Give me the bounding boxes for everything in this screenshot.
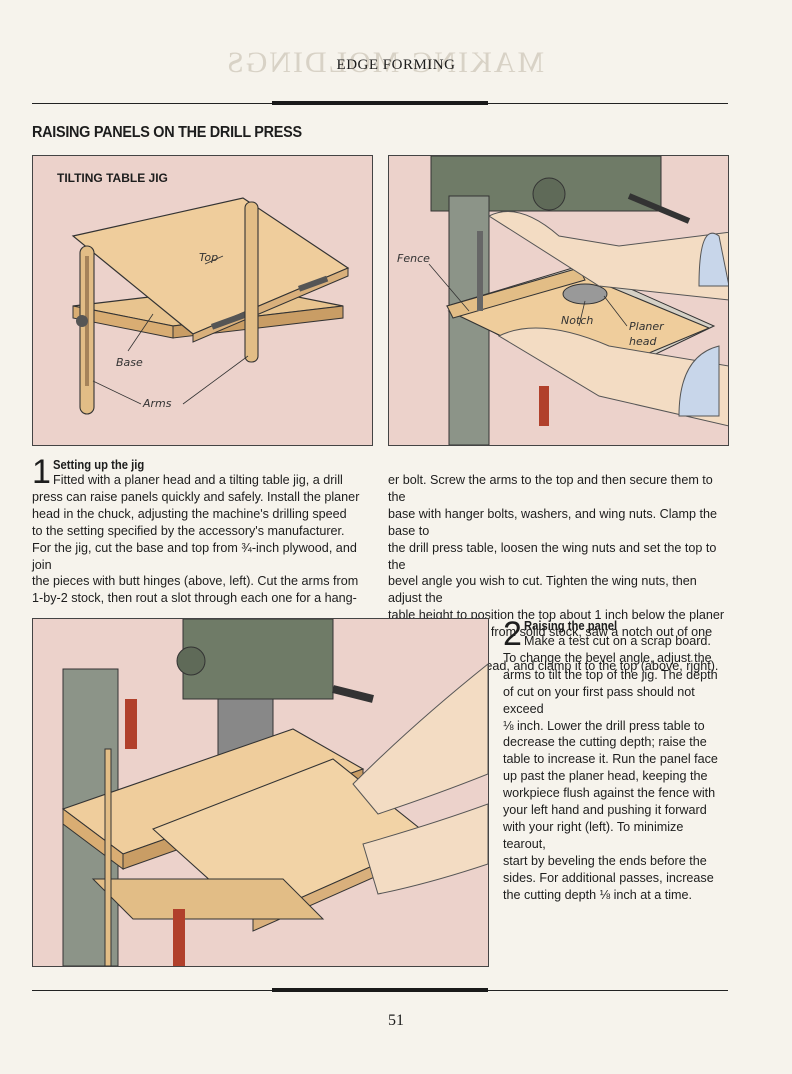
running-head: EDGE FORMING <box>336 57 456 73</box>
figure-title: TILTING TABLE JIG <box>57 171 168 185</box>
figure-drill-press-fence: Fence Notch Planer head <box>388 155 729 446</box>
label-planer-head-line1: Planer <box>629 320 665 333</box>
text-line: decrease the cutting depth; raise the <box>503 735 707 750</box>
page-number: 51 <box>388 1012 404 1029</box>
text-line: Fitted with a planer head and a tilting … <box>53 473 343 487</box>
text-line: the cutting depth ⅛ inch at a time. <box>503 887 693 902</box>
text-line: the pieces with butt hinges (above, left… <box>32 574 359 589</box>
step-2-number: 2 <box>503 615 522 653</box>
step-2-text: Make a test cut on a scrap board. To cha… <box>503 633 728 904</box>
text-line: To change the bevel angle, adjust the <box>503 650 712 665</box>
label-base: Base <box>116 356 143 369</box>
text-line: arms to tilt the top of the jig. The dep… <box>503 667 718 682</box>
text-line: to the setting specified by the accessor… <box>32 523 345 538</box>
figure-tilting-table-jig: TILTING TABLE JIG Top Base Arms <box>32 155 373 446</box>
section-title: RAISING PANELS ON THE DRILL PRESS <box>32 124 302 141</box>
text-line: Make a test cut on a scrap board. <box>524 634 711 648</box>
text-line: with your right (left). To minimize tear… <box>503 819 684 851</box>
label-top: Top <box>199 251 218 264</box>
text-line: ⅛ inch. Lower the drill press table to <box>503 718 705 733</box>
text-line: head in the chuck, adjusting the machine… <box>32 506 347 521</box>
text-line: the drill press table, loosen the wing n… <box>388 540 717 572</box>
text-line: base with hanger bolts, washers, and win… <box>388 506 718 538</box>
text-line: bevel angle you wish to cut. Tighten the… <box>388 574 697 606</box>
text-line: For the jig, cut the base and top from ¾… <box>32 540 357 572</box>
text-line: press can raise panels quickly and safel… <box>32 489 360 504</box>
figure-raising-panel <box>32 618 489 967</box>
text-line: up past the planer head, keeping the <box>503 769 708 784</box>
footer-rule-accent <box>272 988 488 992</box>
step-2-heading: Raising the panel <box>524 619 618 633</box>
step-1-heading: Setting up the jig <box>53 458 145 472</box>
text-line: start by beveling the ends before the <box>503 853 707 868</box>
label-fence: Fence <box>397 252 430 265</box>
label-arms: Arms <box>142 397 172 410</box>
step-1-number: 1 <box>32 453 51 491</box>
text-line: workpiece flush against the fence with <box>503 786 716 801</box>
text-line: your left hand and pushing it forward <box>503 803 707 818</box>
label-planer-head-line2: head <box>629 335 657 348</box>
label-notch: Notch <box>561 314 593 327</box>
text-line: 1-by-2 stock, then rout a slot through e… <box>32 591 357 606</box>
text-line: er bolt. Screw the arms to the top and t… <box>388 473 713 504</box>
step-1-text-left: Fitted with a planer head and a tilting … <box>32 472 366 607</box>
text-line: table to increase it. Run the panel face <box>503 752 718 767</box>
text-line: sides. For additional passes, increase <box>503 870 714 885</box>
header-rule-accent <box>272 101 488 105</box>
wing-nut-icon <box>76 315 88 327</box>
text-line: of cut on your first pass should not exc… <box>503 684 695 716</box>
